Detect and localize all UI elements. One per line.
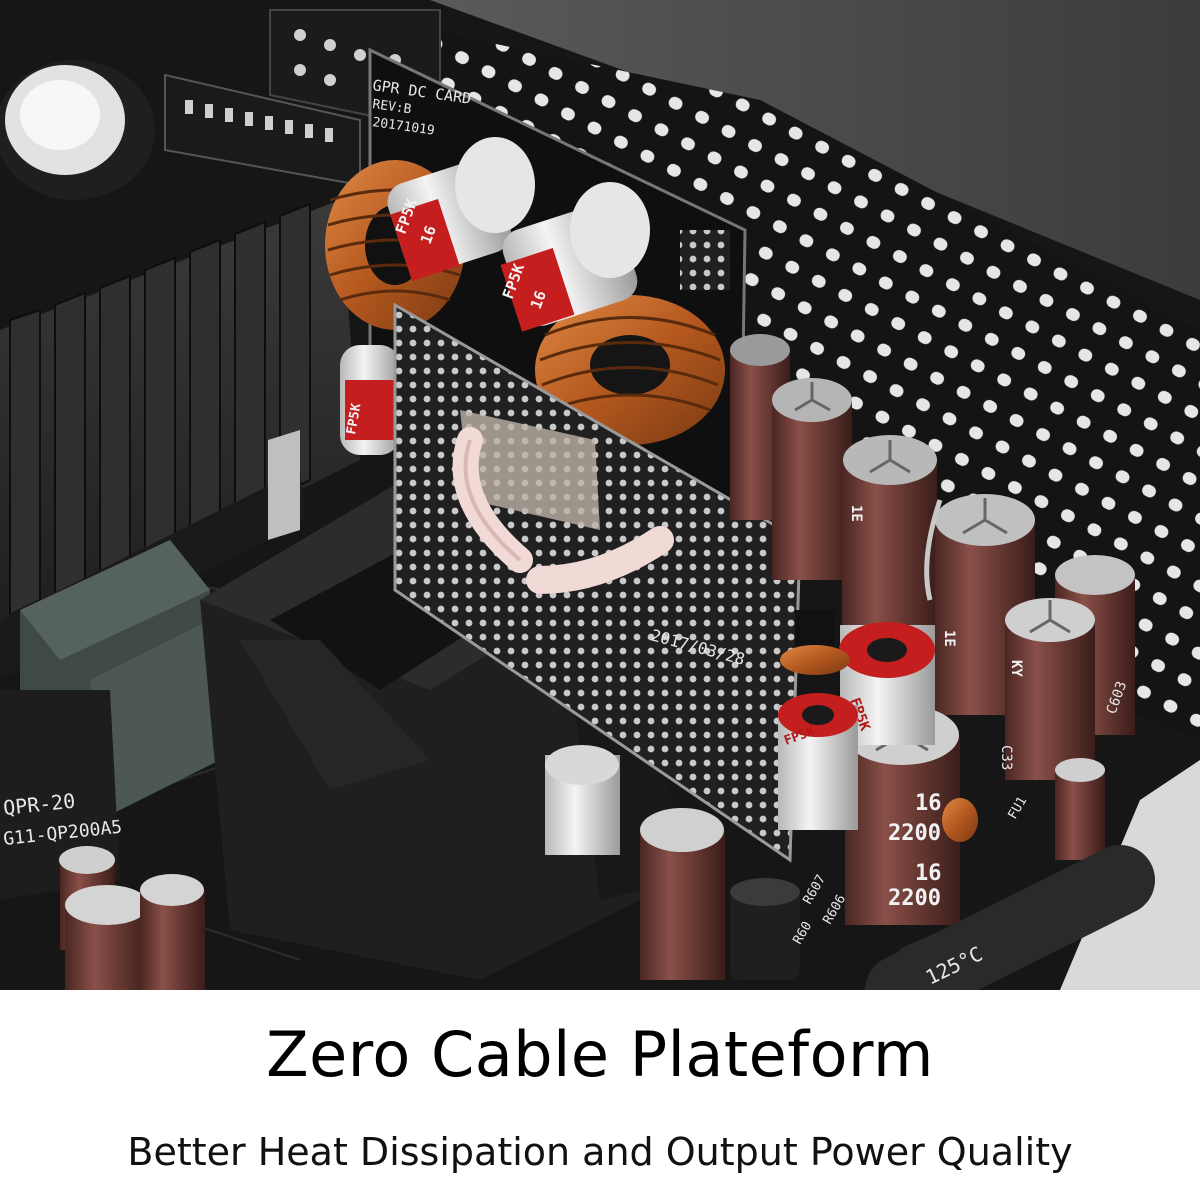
- electrolytic-capacitor-12: [140, 874, 205, 990]
- electrolytic-side-print-3: 1E: [848, 505, 864, 522]
- electrolytic-capacitor-6: KY: [1005, 598, 1095, 780]
- ac-cable: 125°C: [865, 845, 1155, 990]
- polymer-cap-value-2: 16: [527, 288, 550, 311]
- electrolytic-series-6: KY: [1008, 660, 1024, 677]
- electrolytic-capacitor-2: [772, 378, 852, 580]
- capacitor-lead: [924, 499, 943, 601]
- electrolytic-capacitors: 1E 1E KY 16 2200 16 2200: [59, 334, 1135, 990]
- dc-card-revision: REV:B: [371, 97, 412, 117]
- psu-internals-illustration: QPR-20 G11-QP200A5 GPR DC CARD REV:B 201…: [0, 0, 1200, 990]
- polymer-cap-value-1: 16: [417, 223, 440, 246]
- electrolytic-capacitance-7b: 2200: [888, 886, 941, 911]
- electrolytic-voltage-7a: 16: [915, 791, 942, 816]
- small-components: [730, 499, 978, 980]
- toroid-inductor-lower: [535, 295, 725, 445]
- electrolytic-voltage-7b: 16: [915, 861, 942, 886]
- control-board-pads: [185, 100, 333, 142]
- caption-title: Zero Cable Plateform: [266, 1018, 934, 1091]
- heatsink: [0, 200, 360, 680]
- heatsink-clip: [268, 430, 300, 540]
- electrolytic-capacitor-8: [640, 808, 725, 980]
- caption-subtitle: Better Heat Dissipation and Output Power…: [127, 1130, 1073, 1174]
- polymer-cap-brand-3: FP5K: [344, 402, 364, 436]
- polymer-capacitor-1: FP5K 16: [387, 137, 535, 282]
- polymer-capacitor-2: FP5K 16: [499, 182, 650, 332]
- electrolytic-capacitor-9: [1055, 758, 1105, 860]
- electrolytic-capacitor-11: [65, 885, 150, 990]
- electrolytic-capacitance-7a: 2200: [888, 821, 941, 846]
- bulk-capacitor: [0, 60, 155, 320]
- polymer-capacitor-3: FP5K: [340, 345, 400, 455]
- ref-c33: C33: [998, 745, 1014, 770]
- polymer-capacitor-6: [545, 745, 620, 855]
- electrolytic-side-print-4: 1E: [941, 630, 957, 647]
- caption-area: Zero Cable Plateform Better Heat Dissipa…: [0, 990, 1200, 1200]
- dc-card-pads: [680, 230, 730, 290]
- psu-case-wall: [430, 0, 1200, 300]
- electrolytic-capacitor-7: 16 2200 16 2200: [845, 705, 960, 925]
- product-photo: QPR-20 G11-QP200A5 GPR DC CARD REV:B 201…: [0, 0, 1200, 990]
- polymer-capacitor-5: FP5K: [778, 693, 858, 830]
- insulated-wires: [452, 427, 674, 594]
